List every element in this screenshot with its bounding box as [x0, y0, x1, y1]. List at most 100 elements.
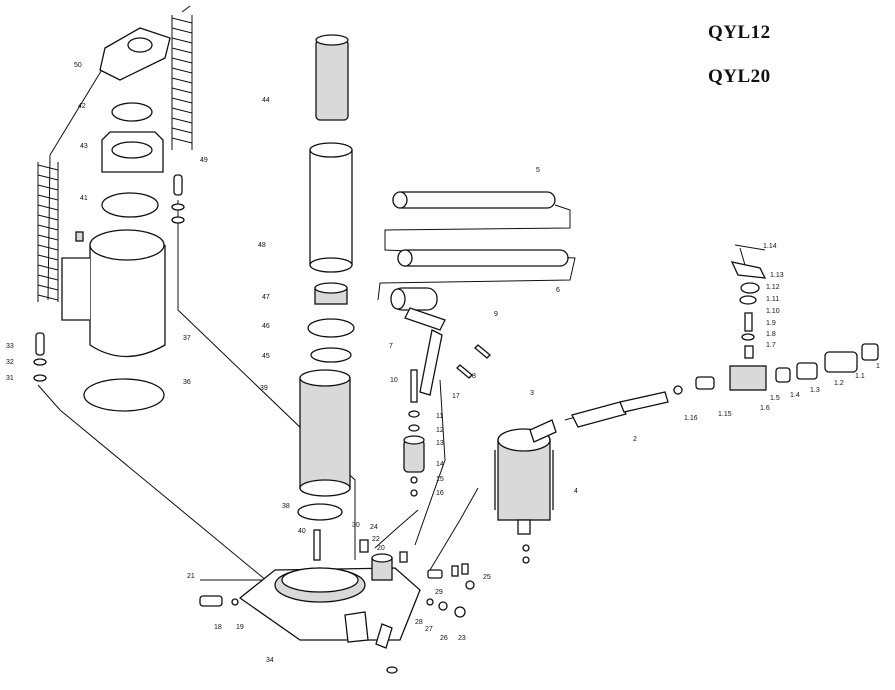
callout-1-5: 1.5: [770, 395, 780, 402]
pin-33b: [173, 174, 183, 196]
pin-40: [313, 529, 321, 561]
spring-right: [171, 15, 193, 150]
callout-32: 32: [6, 359, 14, 366]
callout-1-1: 1.1: [855, 373, 865, 380]
piston-head-47: [314, 282, 348, 305]
callout-18: 18: [214, 624, 222, 631]
valve-parts-right: [359, 539, 475, 618]
callout-14: 14: [436, 461, 444, 468]
ring-45: [310, 347, 352, 363]
base-34: [238, 553, 421, 643]
callout-8: 8: [472, 373, 476, 380]
pump-plunger-13-14: [403, 435, 425, 473]
callout-3: 3: [530, 390, 534, 397]
callout-37: 37: [183, 335, 191, 342]
callout-26: 26: [440, 635, 448, 642]
seal-46: [307, 318, 355, 338]
pin-33: [35, 332, 45, 356]
top-bracket: [99, 27, 171, 81]
model-label-2: QYL20: [708, 66, 771, 87]
callout-1-12: 1.12: [766, 284, 780, 291]
spring-left: [37, 162, 59, 302]
callout-16: 16: [436, 490, 444, 497]
callout-4: 4: [574, 488, 578, 495]
callout-5: 5: [536, 167, 540, 174]
callout-42: 42: [78, 103, 86, 110]
callout-40: 40: [298, 528, 306, 535]
callout-1-16: 1.16: [684, 415, 698, 422]
callout-7: 7: [389, 343, 393, 350]
callout-1-11: 1.11: [766, 296, 779, 303]
callout-20: 20: [377, 545, 385, 552]
callout-45: 45: [262, 353, 270, 360]
fitting-3: [529, 419, 557, 443]
hose-2: [571, 391, 669, 428]
bolt-8: [375, 623, 393, 649]
release-valve-18: [199, 595, 239, 607]
callout-labels: 1 1.1 1.2 1.3 1.4 1.5 1.6 1.7 1.8 1.9 1.…: [6, 62, 880, 664]
ram-48: [309, 142, 353, 273]
callout-1-14: 1.14: [763, 243, 777, 250]
callout-13: 13: [436, 440, 444, 447]
reservoir-37: [61, 229, 166, 358]
callout-1-2: 1.2: [834, 380, 844, 387]
handle-socket-7: [390, 287, 446, 331]
callout-29: 29: [435, 589, 443, 596]
callout-22: 22: [372, 536, 380, 543]
handle-tube-5: [392, 191, 556, 209]
callout-28: 28: [415, 619, 423, 626]
callout-23: 23: [458, 635, 466, 642]
callout-21: 21: [187, 573, 195, 580]
callout-17: 17: [452, 393, 460, 400]
model-label-1: QYL12: [708, 22, 771, 43]
cylinder-39: [299, 369, 351, 497]
ring-38: [297, 503, 343, 521]
valve-assembly-1: [673, 244, 879, 395]
callout-1-7: 1.7: [766, 342, 776, 349]
callout-39: 39: [260, 385, 268, 392]
callout-43: 43: [80, 143, 88, 150]
callout-1-6: 1.6: [760, 405, 770, 412]
nut-43: [101, 131, 164, 173]
callout-11: 11: [436, 413, 443, 420]
callout-1: 1: [876, 363, 880, 370]
callout-9: 9: [494, 311, 498, 318]
callout-38: 38: [282, 503, 290, 510]
callout-2: 2: [633, 436, 637, 443]
callout-47: 47: [262, 294, 270, 301]
callout-1-3: 1.3: [810, 387, 820, 394]
callout-19: 19: [236, 624, 244, 631]
callout-25: 25: [483, 574, 491, 581]
callout-1-13: 1.13: [770, 272, 784, 279]
o-ring-42: [111, 102, 153, 122]
callout-46: 46: [262, 323, 270, 330]
callout-12: 12: [436, 427, 444, 434]
pin-10: [410, 369, 418, 403]
connector-lines: [37, 5, 601, 601]
callout-1-10: 1.10: [766, 308, 780, 315]
callout-41: 41: [80, 195, 88, 202]
callout-30: 30: [352, 522, 360, 529]
callout-1-8: 1.8: [766, 331, 776, 338]
seal-36: [83, 378, 165, 412]
callout-34: 34: [266, 657, 274, 664]
callout-50: 50: [74, 62, 82, 69]
callout-24: 24: [370, 524, 378, 531]
filter-44: [315, 34, 349, 121]
callout-48: 48: [258, 242, 266, 249]
callout-6: 6: [556, 287, 560, 294]
callout-15: 15: [436, 476, 444, 483]
callout-49: 49: [200, 157, 208, 164]
callout-33: 33: [6, 343, 14, 350]
callout-1-15: 1.15: [718, 411, 732, 418]
motor-4: [494, 428, 554, 535]
link-17: [419, 329, 443, 396]
handle-tube-6: [397, 249, 569, 267]
callout-1-4: 1.4: [790, 392, 800, 399]
callout-1-9: 1.9: [766, 320, 776, 327]
callout-36: 36: [183, 379, 191, 386]
callout-10: 10: [390, 377, 398, 384]
callout-27: 27: [425, 626, 433, 633]
